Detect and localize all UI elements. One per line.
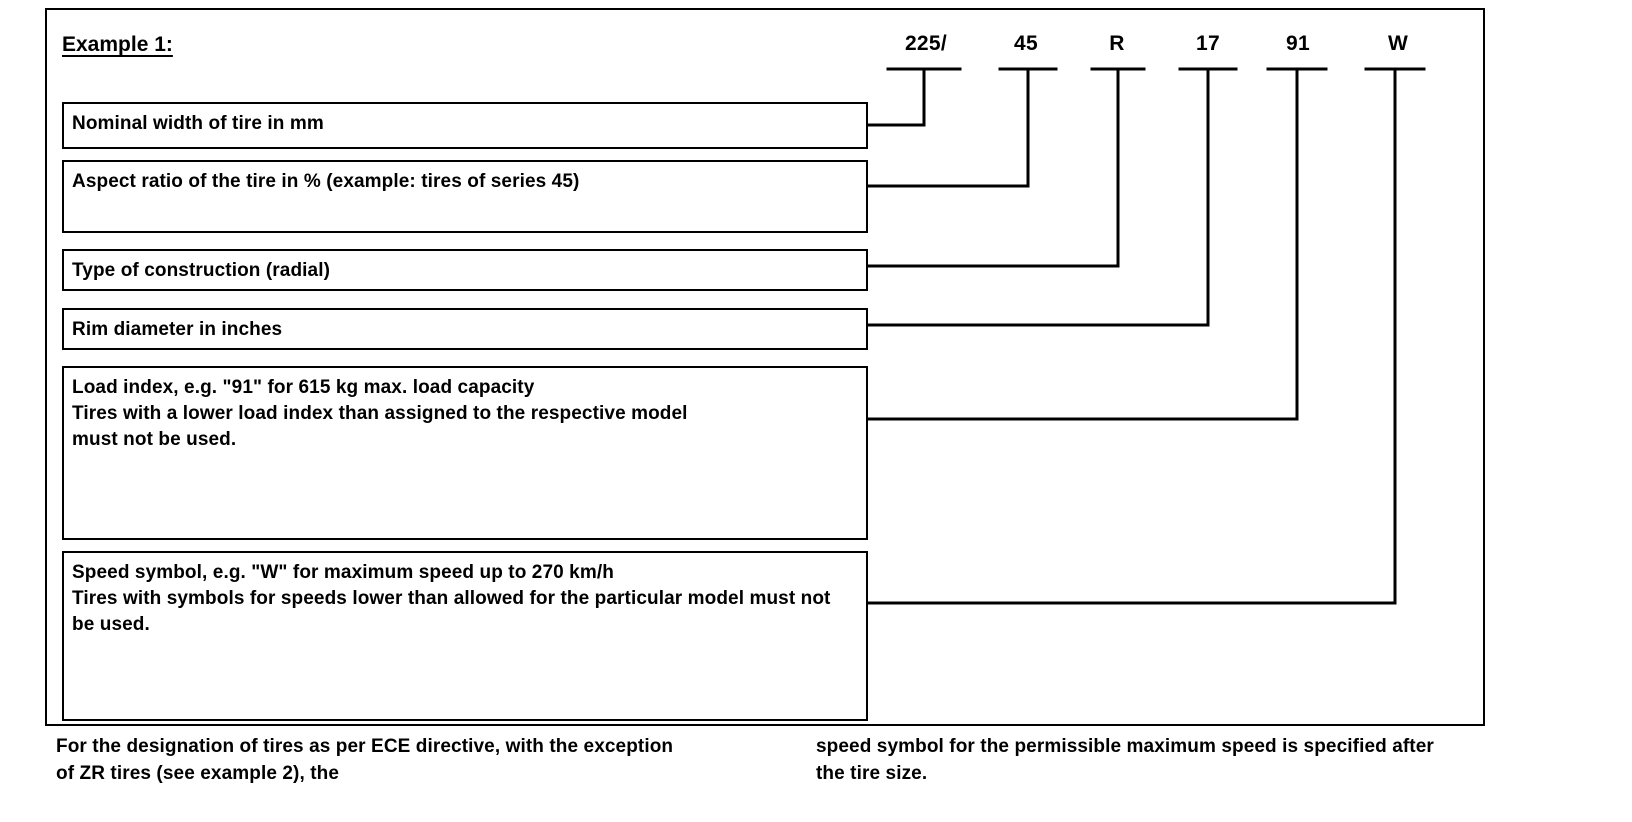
description-text-nominal-width: Nominal width of tire in mm [72, 113, 324, 134]
description-box-nominal-width: Nominal width of tire in mm [62, 102, 868, 149]
description-text-speed-symbol: Speed symbol, e.g. "W" for maximum speed… [72, 562, 831, 635]
description-text-construction: Type of construction (radial) [72, 260, 331, 281]
description-box-aspect-ratio: Aspect ratio of the tire in % (example: … [62, 160, 868, 233]
caption-column-right: speed symbol for the permissible maximum… [816, 736, 1434, 784]
code-segment-rim-diameter: 17 [1196, 32, 1220, 55]
description-box-rim-diameter: Rim diameter in inches [62, 308, 868, 350]
code-segment-load-index: 91 [1286, 32, 1310, 55]
description-box-speed-symbol: Speed symbol, e.g. "W" for maximum speed… [62, 551, 868, 721]
code-segment-construction: R [1109, 32, 1125, 55]
description-box-load-index: Load index, e.g. "91" for 615 kg max. lo… [62, 366, 868, 540]
code-segment-aspect-ratio: 45 [1014, 32, 1038, 55]
figure-title: Example 1: [62, 33, 173, 56]
description-text-rim-diameter: Rim diameter in inches [72, 319, 283, 340]
code-segment-nominal-width: 225/ [904, 32, 948, 55]
description-box-construction: Type of construction (radial) [62, 249, 868, 291]
diagram-outer-frame [45, 8, 1485, 726]
caption-column-left: For the designation of tires as per ECE … [56, 736, 674, 784]
figure-caption: For the designation of tires as per ECE … [56, 733, 1516, 787]
code-segment-speed-symbol: W [1387, 32, 1409, 55]
description-text-aspect-ratio: Aspect ratio of the tire in % (example: … [72, 171, 580, 192]
description-text-load-index: Load index, e.g. "91" for 615 kg max. lo… [72, 377, 688, 450]
